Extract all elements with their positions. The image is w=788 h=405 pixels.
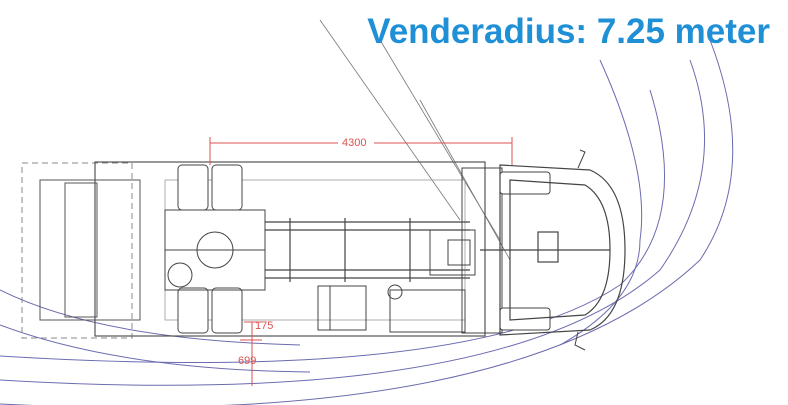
lower-arc-2 — [0, 324, 311, 373]
sweep-line-1 — [319, 19, 461, 221]
cab-seat — [537, 231, 559, 263]
battery-box — [389, 289, 466, 333]
cab-outline — [499, 164, 626, 336]
engine-block — [429, 229, 476, 276]
wheelbase-label: 4300 — [342, 137, 366, 149]
rear-box-inner — [64, 182, 98, 318]
rear-wheel-left-2 — [211, 164, 243, 211]
body-outline — [94, 161, 486, 337]
turning-arc-4 — [559, 59, 643, 346]
air-bag-1 — [167, 262, 193, 288]
rear-wheel-left-1 — [177, 164, 209, 211]
front-wheel-left — [499, 171, 551, 195]
rear-outline-dashed — [21, 162, 133, 339]
fuel-tank — [317, 285, 367, 331]
offset-large-label: 699 — [238, 355, 256, 367]
lower-arc-1 — [0, 289, 301, 346]
turning-radius-title: Venderadius: 7.25 meter — [367, 12, 770, 51]
transmission — [447, 239, 471, 266]
offset-small-label: 175 — [255, 320, 273, 332]
mirror-left — [577, 149, 586, 169]
rear-wheel-right-2 — [211, 287, 243, 334]
rear-box — [39, 179, 141, 321]
turning-arc-2 — [0, 59, 706, 386]
turning-arc-3 — [0, 89, 665, 364]
rear-wheel-right-1 — [177, 287, 209, 334]
wheelbase-label-bg — [338, 135, 374, 149]
tank-cap — [387, 284, 403, 300]
mirror-right — [574, 331, 586, 351]
